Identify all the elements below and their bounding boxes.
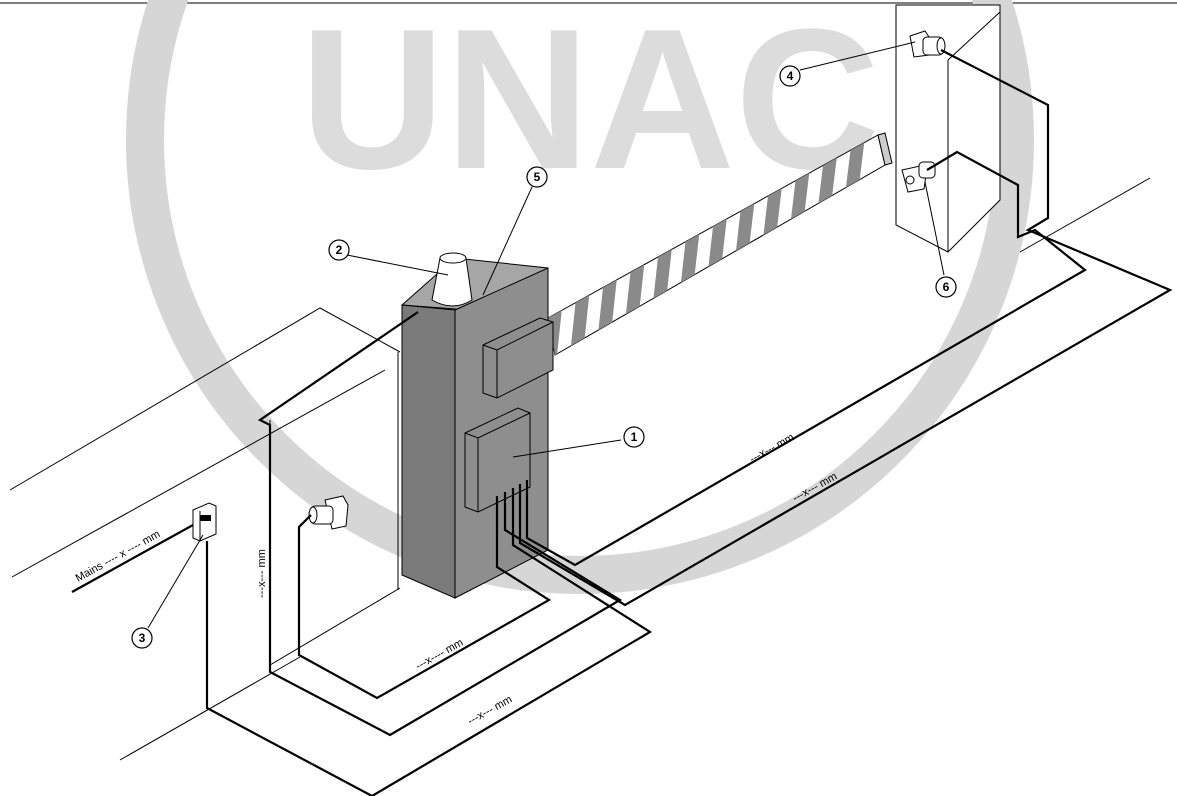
callout-6-circle xyxy=(935,276,957,298)
right-pillar-top-edge xyxy=(947,11,1001,61)
callout-2: 2 xyxy=(336,243,343,257)
mains-switch xyxy=(192,502,217,542)
callout-5-circle xyxy=(526,166,548,188)
cable-lamp xyxy=(257,311,623,737)
callout-1: 1 xyxy=(631,430,638,444)
boom-stripe xyxy=(598,279,617,330)
flashing-lamp xyxy=(431,252,473,307)
motor-housing xyxy=(482,317,554,399)
label-right-upper: ---x--- mm xyxy=(748,431,797,465)
leader-1 xyxy=(512,439,622,458)
boom-stripe xyxy=(653,249,672,299)
boom-stripe xyxy=(735,203,755,251)
unac-watermark: UNAC xyxy=(126,0,1034,594)
mains-switch-lever xyxy=(200,515,211,521)
boom-stripe xyxy=(680,234,700,283)
leader-3 xyxy=(147,534,204,629)
cabinet-side xyxy=(401,304,456,599)
label-vertical: ---x--- mm xyxy=(256,549,268,598)
photocell-left xyxy=(308,495,349,530)
kerb-left-top xyxy=(9,307,401,491)
label-ground-outer: ---x--- mm xyxy=(466,693,515,727)
lamp-cone xyxy=(431,257,473,307)
boom-stripes xyxy=(548,142,865,355)
callout-2-circle xyxy=(328,239,350,261)
barrier-cabinet xyxy=(400,257,554,599)
cable-photocell-left xyxy=(297,496,552,700)
boom-tip xyxy=(877,132,893,166)
callout-6: 6 xyxy=(943,280,950,294)
callouts: 1 2 3 4 5 6 xyxy=(131,41,957,649)
photocell-left-face xyxy=(308,506,318,524)
label-mains: Mains ---- x ---- mm xyxy=(74,528,163,584)
key-switch-lock xyxy=(905,175,915,185)
kerb-left-bottom xyxy=(11,369,386,578)
boom-arm xyxy=(547,132,893,356)
callout-4-circle xyxy=(779,65,801,87)
callout-3: 3 xyxy=(139,631,146,645)
mains-switch-body xyxy=(192,502,217,542)
label-ground-inner: ---x---- mm xyxy=(414,637,466,673)
callout-1-circle xyxy=(623,426,645,448)
callout-3-circle xyxy=(131,627,153,649)
road-right-edge xyxy=(1019,177,1151,253)
leader-5 xyxy=(482,186,533,296)
callout-4: 4 xyxy=(787,69,794,83)
cable-mains-in xyxy=(71,524,194,593)
boom-stripe xyxy=(625,264,645,315)
leader-6 xyxy=(924,181,945,276)
boom-stripe xyxy=(708,218,727,267)
cable-key-switch xyxy=(525,150,1087,567)
boom-stripe xyxy=(570,295,590,346)
leader-2 xyxy=(346,254,449,276)
cables xyxy=(71,49,1173,796)
boom-stripe xyxy=(818,157,837,204)
callout-5: 5 xyxy=(534,170,541,184)
lamp-top xyxy=(439,252,467,264)
leader-4 xyxy=(799,41,916,71)
photocell-pillar-upper xyxy=(909,30,946,58)
cable-photocell-pillar xyxy=(518,49,1173,607)
boom-stripe xyxy=(790,173,810,220)
boom-stripe xyxy=(763,188,782,235)
boom-stripe xyxy=(845,142,865,188)
watermark-text: UNAC xyxy=(300,0,880,211)
control-box xyxy=(464,407,531,513)
